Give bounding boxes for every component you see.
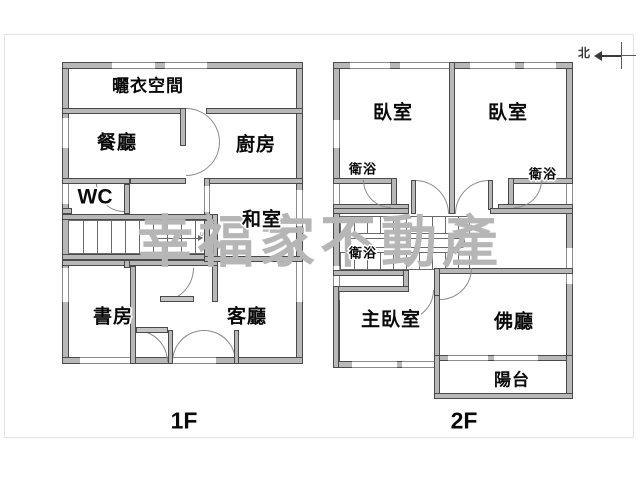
window-2f-left-c [333, 266, 340, 300]
wall-2f-bedroom-jamb-left [411, 180, 416, 214]
window-2f-top-d [524, 62, 556, 69]
wall-2f-bath-ll-south [333, 286, 409, 292]
stairs-2f-upper-run [340, 216, 470, 234]
wall-1f-dining-south-a [62, 178, 130, 184]
wall-2f-master-west [333, 286, 339, 368]
wall-1f-laundry-divider-right [206, 108, 303, 114]
floor-label-2f: 2F [450, 407, 478, 434]
wall-1f-laundry-divider-left [62, 108, 186, 114]
wall-1f-study-east [130, 266, 136, 364]
stairs-2f-railing [345, 238, 465, 248]
compass-north-label: 北 [578, 46, 591, 60]
room-label-balcony: 陽台 [494, 370, 530, 391]
wall-1f-living-door-jamb-right [234, 330, 239, 364]
wall-1f-study-top [62, 260, 218, 266]
opening-1f-kitchen-west [204, 186, 210, 212]
window-1f-left-c [62, 268, 69, 302]
window-1f-right-b [296, 262, 303, 302]
room-label-kitchen: 廚房 [235, 133, 277, 156]
door-leaf-study-entry [136, 327, 168, 333]
compass-arrow-tail-icon [622, 55, 636, 56]
wall-2f-outer-right [566, 62, 573, 368]
room-label-dining: 餐廳 [96, 131, 138, 154]
compass-arrow-head-icon [594, 51, 602, 61]
wall-1f-wc-right [124, 184, 130, 214]
window-2f-left-b [333, 178, 340, 204]
wall-1f-laundry-kitchen-stub [180, 108, 186, 146]
compass-arrow-shaft-icon [600, 55, 622, 57]
wall-1f-dining-south-b [130, 178, 186, 184]
room-label-bedroom-left: 臥室 [372, 101, 414, 124]
compass-vertical-bar-icon [621, 42, 622, 69]
room-label-laundry: 曬衣空間 [112, 76, 184, 97]
window-2f-left-a [333, 120, 340, 148]
room-label-bath-upper-right: 衛浴 [528, 167, 558, 183]
door-leaf-stair-hall [160, 296, 194, 302]
wall-2f-shrine-west-stub [434, 268, 440, 296]
floor-label-1f: 1F [170, 407, 198, 434]
stairs-2f-lower-run [340, 252, 470, 270]
stairs-1f-annotation: UP [200, 232, 207, 238]
wall-2f-bedroom-divider [449, 62, 455, 214]
room-label-bedroom-right: 臥室 [487, 101, 529, 124]
room-label-living: 客廳 [226, 305, 268, 328]
opening-1f-bottom-a [80, 357, 132, 364]
window-1f-left-a [62, 118, 69, 148]
opening-2f-balcony-a [448, 355, 488, 361]
stairs-1f-direction-arrow-icon [156, 235, 203, 241]
room-label-wc: WC [77, 185, 113, 209]
window-1f-top-b [165, 62, 207, 69]
window-2f-right-a [566, 180, 573, 212]
window-1f-right-a [296, 190, 303, 226]
room-label-tatami: 和室 [241, 208, 283, 231]
wall-1f-wc-left-stub [62, 208, 72, 214]
window-2f-right-b [566, 248, 573, 284]
wall-2f-hall-north-right [490, 208, 573, 214]
wall-1f-living-door-jamb-left [168, 330, 173, 364]
wall-2f-balcony-south [434, 393, 573, 399]
opening-2f-balcony-b [494, 355, 538, 361]
stairs-2f-annotation: DN [404, 222, 412, 228]
wall-2f-bedroom-jamb-right [488, 180, 493, 210]
room-label-bath-upper-left: 衛浴 [348, 162, 378, 178]
opening-2f-bottom-b [402, 361, 434, 368]
wall-2f-bath-ll-north [333, 270, 409, 276]
opening-2f-bottom-a [352, 361, 397, 368]
room-label-master: 主臥室 [360, 308, 422, 331]
room-label-study: 書房 [92, 305, 134, 328]
window-1f-top-a [112, 62, 155, 69]
room-label-bath-lower-left: 衛浴 [348, 246, 378, 262]
room-label-shrine: 佛廳 [493, 310, 535, 333]
compass-north-indicator: 北 [578, 42, 636, 70]
wall-1f-tatami-south [204, 256, 303, 262]
window-2f-top-a [350, 62, 390, 69]
wall-1f-kitchen-south [204, 178, 303, 184]
wall-1f-study-stub [124, 260, 130, 268]
window-1f-left-b [62, 178, 69, 204]
window-2f-top-b [400, 62, 450, 69]
stairs-1f [68, 220, 214, 254]
wall-2f-hall-north-left [333, 208, 409, 214]
window-2f-top-c [470, 62, 515, 69]
